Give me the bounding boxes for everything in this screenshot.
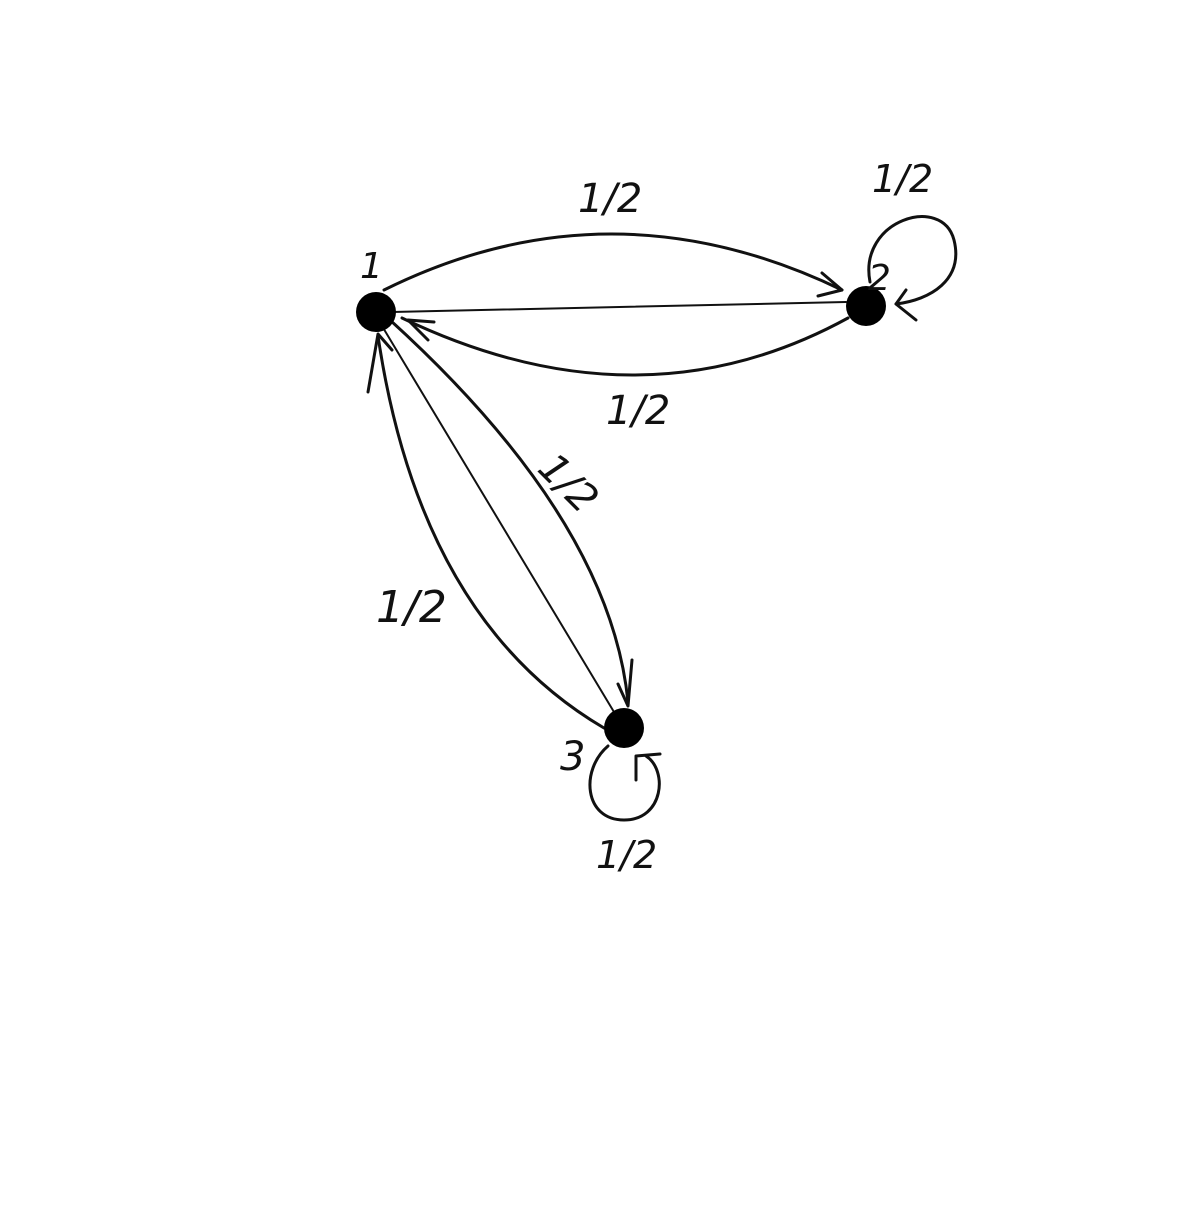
edge-3-to-1 [366, 332, 606, 730]
edge-1-3-straight [381, 325, 615, 713]
edge-label-3-self: 1/2 [596, 833, 657, 877]
edge-label-3-to-1: 1/2 [376, 582, 447, 633]
edge-label-2-to-1: 1/2 [606, 388, 670, 434]
node-1-label: 1 [360, 246, 383, 287]
node-2 [846, 286, 886, 326]
node-3 [604, 708, 644, 748]
edge-1-2-straight [391, 301, 847, 313]
edge-2-self-loop [867, 215, 958, 322]
edge-3-self-loop [588, 744, 662, 822]
edge-label-1-to-3: 1/2 [529, 445, 607, 523]
edge-2-to-1 [400, 316, 850, 377]
edge-label-1-to-2: 1/2 [578, 176, 642, 222]
edge-label-2-self: 1/2 [872, 157, 933, 201]
node-3-label: 3 [560, 734, 585, 780]
node-2-label: 2 [868, 258, 891, 299]
edge-1-to-2 [382, 232, 844, 298]
node-1 [356, 292, 396, 332]
edge-1-to-3 [388, 318, 634, 708]
